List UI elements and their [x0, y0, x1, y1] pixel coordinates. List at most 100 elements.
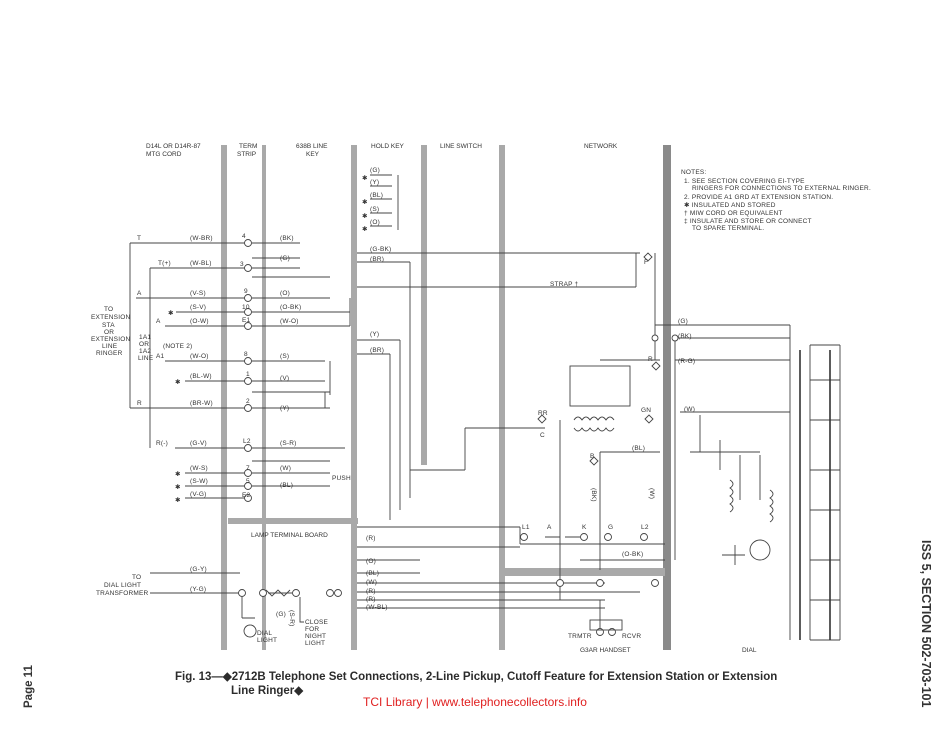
svg-text:✱: ✱	[362, 225, 368, 233]
lead-term-5: E1	[242, 317, 251, 324]
lead-key-11: (BL)	[280, 482, 293, 489]
lead-key-2: (G)	[280, 255, 290, 262]
lead-name-10: ✱	[175, 470, 181, 478]
column-headers: D14L OR D14R-87 MTG CORD TERM STRIP 638B…	[146, 143, 757, 654]
lamp-lead-3: (G)	[276, 611, 286, 618]
network-terminals: F R RR GN C B L1 A K G L2	[520, 252, 679, 636]
net-lead-2: (BK)	[678, 333, 692, 340]
note-line-5: † MIW CORD OR EQUIVALENT	[684, 210, 783, 217]
lead-labels: T (W-BR) 4 (BK) T(+) (W-BL) 3 (G) A (V-S…	[137, 233, 301, 504]
lead-term-1: 4	[242, 233, 246, 240]
lead-color-3: (V-S)	[190, 290, 206, 297]
header-mtg-cord-1: D14L OR D14R-87	[146, 143, 201, 150]
lead-name-8: R	[137, 400, 142, 407]
net-lead-1: (G)	[678, 318, 688, 325]
network-components	[545, 344, 840, 641]
night-label-3: NIGHT	[305, 633, 326, 640]
header-line-key-1: 638B LINE	[296, 143, 328, 150]
line-type-4: LINE	[138, 355, 154, 362]
term-strip	[238, 239, 342, 597]
hold-lead-6: (G-BK)	[370, 246, 391, 253]
header-dial: DIAL	[742, 647, 757, 654]
ext-label-3: STA	[102, 322, 115, 329]
night-label-4: LIGHT	[305, 640, 325, 647]
notes-title: NOTES:	[681, 169, 706, 176]
hold-lead-7: (BR)	[370, 256, 384, 263]
dial-contacts	[799, 350, 831, 640]
lead-name-6: A1	[156, 353, 165, 360]
lead-name-3: A	[137, 290, 142, 297]
lead-term-6: 8	[244, 351, 248, 358]
strap-label: STRAP †	[550, 281, 579, 288]
lead-color-6: (W-O)	[190, 353, 209, 360]
svg-text:GN: GN	[641, 407, 651, 414]
lead-color-2: (W-BL)	[190, 260, 212, 267]
lead-key-10: (W)	[280, 465, 291, 472]
lead-name-4: ✱	[168, 309, 174, 317]
lead-color-12: (V-G)	[190, 491, 207, 498]
svg-text:F: F	[644, 259, 648, 266]
lamp-lead-10: (R)	[366, 596, 376, 603]
lead-key-8: (Y)	[280, 405, 289, 412]
header-handset: G3AR HANDSET	[580, 647, 631, 654]
dial-light-label-3: TRANSFORMER	[96, 590, 148, 597]
lead-name-5: A	[156, 318, 161, 325]
night-label-1: CLOSE	[305, 619, 329, 626]
section-dividers	[221, 145, 671, 650]
lead-term-8: 2	[246, 398, 250, 405]
net-lead-8: (O-BK)	[622, 551, 643, 558]
svg-text:L1: L1	[522, 524, 530, 531]
night-label-2: FOR	[305, 626, 319, 633]
svg-text:K: K	[582, 524, 587, 531]
hold-lead-3: (BL)	[370, 192, 383, 199]
lead-key-4: (O-BK)	[280, 304, 301, 311]
net-lead-3: (R-G)	[678, 358, 695, 365]
lamp-board: (G-Y) (Y-G) (G) (S-R) (R) (O) (BL) (W) (…	[190, 535, 388, 638]
lead-name-1: T	[137, 235, 141, 242]
svg-text:R: R	[648, 356, 653, 363]
lead-name-11: ✱	[175, 483, 181, 491]
lead-term-2: 3	[240, 261, 244, 268]
header-line-switch: LINE SWITCH	[440, 143, 482, 150]
svg-text:✱: ✱	[362, 212, 368, 220]
svg-text:✱: ✱	[362, 198, 368, 206]
lamp-lead-11: (W-BL)	[366, 604, 388, 611]
ext-label-7: RINGER	[96, 350, 123, 357]
hold-lead-8: (Y)	[370, 331, 379, 338]
hold-lead-1: (G)	[370, 167, 380, 174]
ext-label-5: EXTENSION	[91, 336, 130, 343]
lead-name-9: R(-)	[156, 440, 168, 447]
note2-label: (NOTE 2)	[163, 343, 192, 350]
hold-lead-2: (Y)	[370, 179, 379, 186]
lead-term-7: 1	[246, 371, 250, 378]
dial-light-label-2: DIAL LIGHT	[104, 582, 141, 589]
lead-term-4: 10	[242, 304, 250, 311]
header-mtg-cord-2: MTG CORD	[146, 151, 182, 158]
figure-caption: Fig. 13—◆2712B Telephone Set Connections…	[175, 670, 815, 698]
lamp-lead-5: (R)	[366, 535, 376, 542]
lead-term-11: 5	[246, 478, 250, 485]
net-lead-6: (BK)	[590, 488, 597, 502]
lead-term-10: 7	[246, 465, 250, 472]
note-line-6: ‡ INSULATE AND STORE OR CONNECT	[684, 218, 812, 225]
lamp-lead-1: (G-Y)	[190, 566, 207, 573]
header-hold-key: HOLD KEY	[371, 143, 405, 150]
lamp-lead-2: (Y-G)	[190, 586, 206, 593]
lamp-lead-7: (BL)	[366, 570, 379, 577]
lead-term-3: 9	[244, 288, 248, 295]
ext-label-2: EXTENSION	[91, 314, 130, 321]
svg-text:A: A	[547, 524, 552, 531]
lead-key-3: (O)	[280, 290, 290, 297]
footer-link[interactable]: TCI Library | www.telephonecollectors.in…	[363, 695, 587, 709]
ext-label-4: OR	[104, 329, 114, 336]
note-line-3: 2. PROVIDE A1 GRD AT EXTENSION STATION.	[684, 194, 833, 201]
rcvr-label: RCVR	[622, 633, 641, 640]
lead-key-5: (W-O)	[280, 318, 299, 325]
caption-line-1: Fig. 13—◆2712B Telephone Set Connections…	[175, 671, 778, 683]
lead-color-7: (BL-W)	[190, 373, 212, 380]
network-leads: (G) (BK) (R-G) (W) (BL) (BK) (W) (O-BK)	[590, 318, 695, 558]
ext-label-6: LINE	[102, 343, 118, 350]
header-term-strip-2: STRIP	[237, 151, 256, 158]
lamp-label-2: LIGHT	[257, 637, 277, 644]
lead-wires	[136, 242, 841, 640]
